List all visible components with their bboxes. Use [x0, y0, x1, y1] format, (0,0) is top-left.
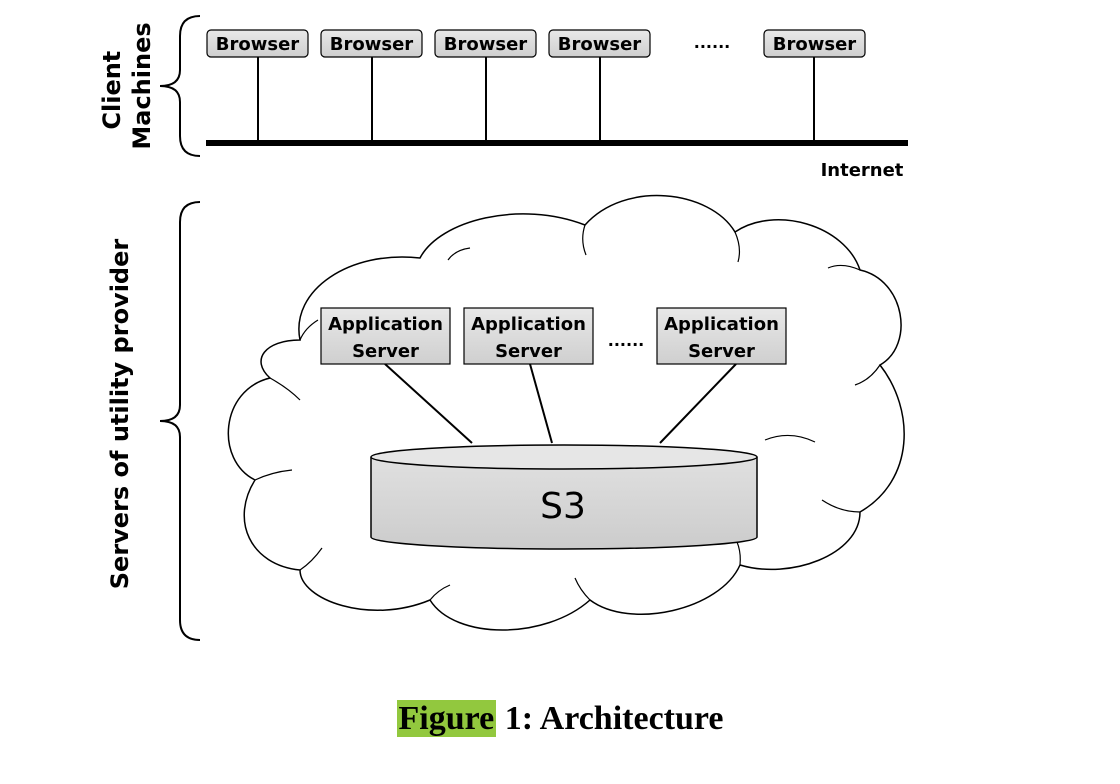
client-brace — [159, 15, 201, 157]
svg-text:Browser: Browser — [330, 34, 414, 55]
internet-label: Internet — [821, 160, 904, 181]
client-group-label: Client Machines — [98, 22, 156, 149]
svg-text:Browser: Browser — [216, 34, 300, 55]
application-server-box: Application Server — [656, 307, 787, 365]
caption-highlight: Figure — [396, 700, 497, 737]
browser-box: Browser — [548, 29, 651, 58]
browser-box: Browser — [206, 29, 309, 58]
svg-text:Server: Server — [688, 341, 755, 362]
svg-text:Application: Application — [664, 314, 779, 335]
svg-text:Server: Server — [352, 341, 419, 362]
application-server-box: Application Server — [320, 307, 451, 365]
svg-text:Application: Application — [328, 314, 443, 335]
browser-connectors — [257, 57, 815, 143]
browser-box: Browser — [434, 29, 537, 58]
servers-brace — [159, 201, 201, 641]
svg-text:Browser: Browser — [773, 34, 857, 55]
provider-cloud — [227, 194, 905, 631]
application-server-box: Application Server — [463, 307, 594, 365]
appserver-connectors — [384, 363, 737, 444]
appserver-ellipsis: ...... — [608, 331, 644, 350]
svg-text:Application: Application — [471, 314, 586, 335]
browser-box: Browser — [763, 29, 866, 58]
svg-text:Browser: Browser — [558, 34, 642, 55]
s3-storage-cylinder: S3 — [370, 444, 758, 550]
browser-box: Browser — [320, 29, 423, 58]
cloud-inner-arcs — [254, 224, 881, 601]
servers-group-label: Servers of utility provider — [106, 239, 134, 590]
svg-text:Server: Server — [495, 341, 562, 362]
browser-ellipsis: ...... — [694, 33, 730, 52]
figure-caption: Figure 1: Architecture — [0, 700, 1120, 738]
caption-text: 1: Architecture — [496, 700, 724, 737]
svg-text:Browser: Browser — [444, 34, 528, 55]
s3-label: S3 — [540, 486, 586, 527]
